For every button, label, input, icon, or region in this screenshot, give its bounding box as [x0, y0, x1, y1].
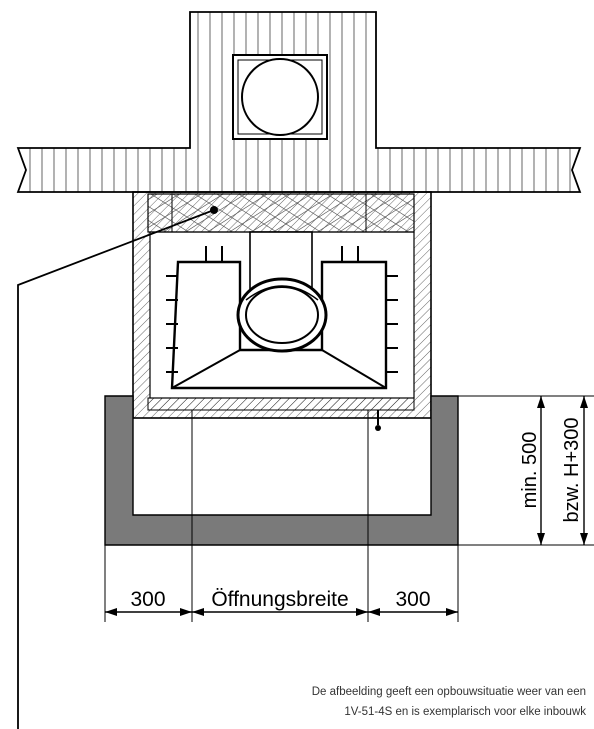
stove-insert: [166, 231, 398, 431]
stove-body: [170, 260, 388, 390]
wall-with-chimney: [16, 11, 582, 193]
dim-min-height: min. 500: [519, 432, 541, 509]
leader-line: [17, 206, 218, 729]
caption-line-1: De afbeelding geeft een opbouwsituatie w…: [311, 686, 586, 698]
extension-lines: [104, 395, 594, 622]
flue-pipe-section: [241, 58, 319, 136]
hearth-plate: [104, 395, 459, 546]
dim-alt-height: bzw. H+300: [561, 417, 583, 522]
dim-side-right: 300: [395, 588, 430, 611]
dim-opening-width: Öffnungsbreite: [211, 588, 348, 611]
flue-collar: [236, 277, 328, 353]
insulation-block: [147, 193, 415, 233]
dim-side-left: 300: [130, 588, 165, 611]
height-dimension: min. 500 bzw. H+300: [519, 396, 588, 545]
width-dimension: 300 Öffnungsbreite 300: [105, 588, 458, 616]
stove-fins: [166, 246, 398, 373]
caption-line-2: 1V-51-4S en is exemplarisch voor elke in…: [344, 706, 586, 718]
